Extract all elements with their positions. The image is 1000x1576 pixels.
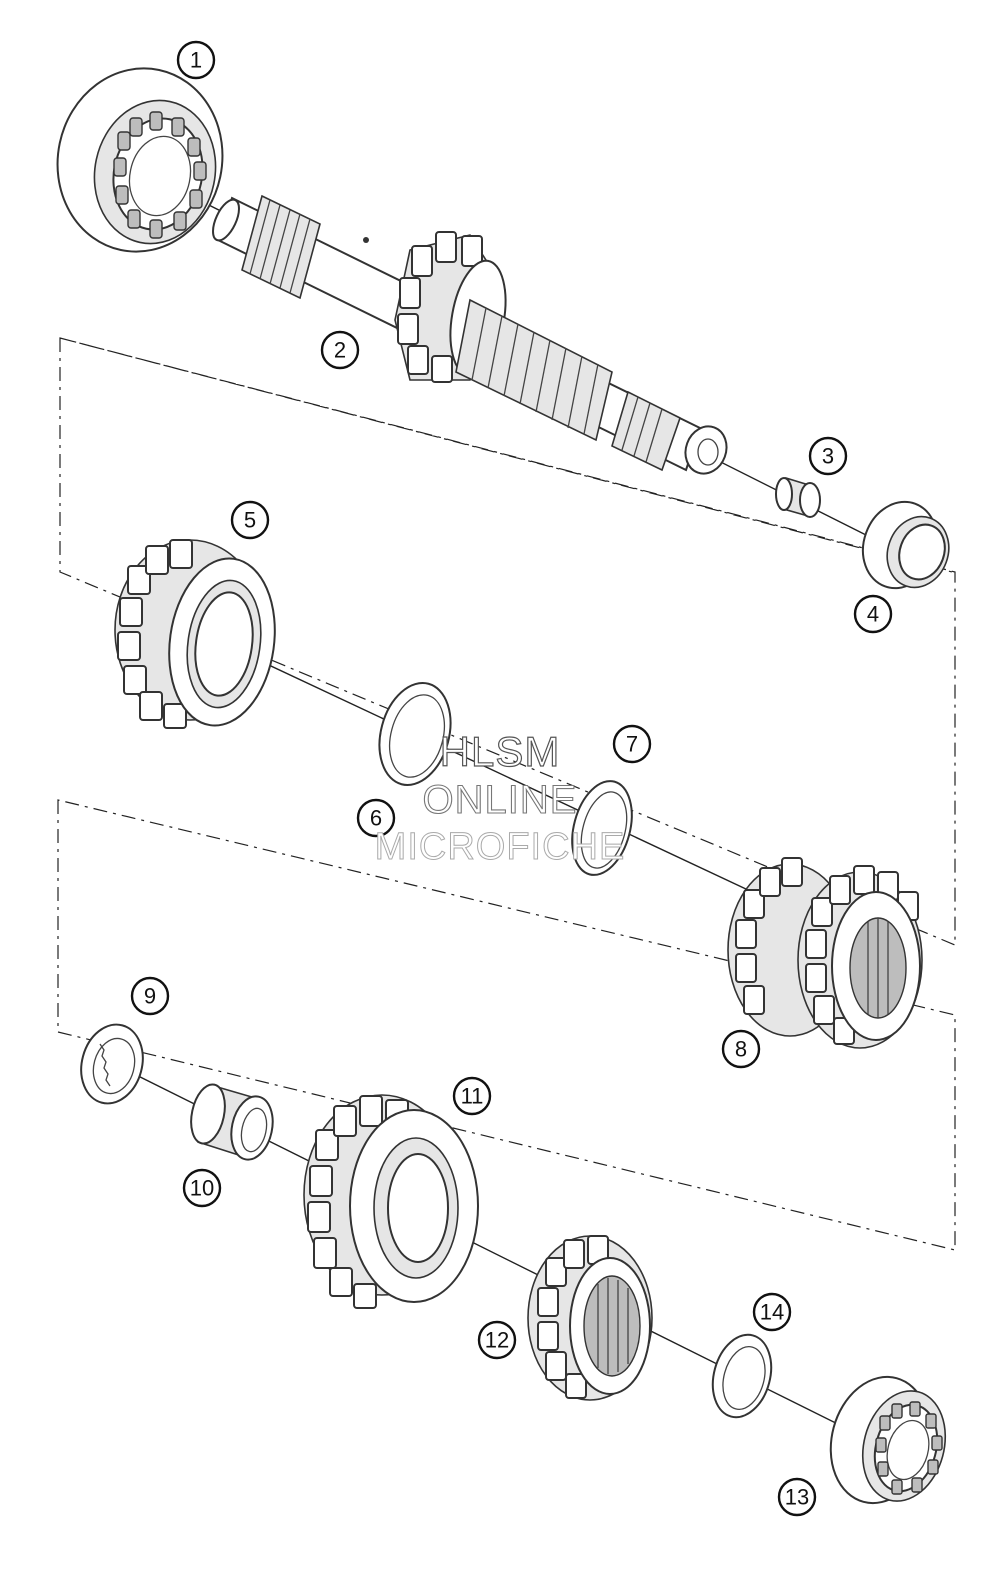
watermark-line-1: HLSM: [439, 727, 561, 775]
callout-label: 9: [144, 984, 156, 1009]
main-shaft-2: [212, 194, 728, 475]
callout-label: 13: [785, 1485, 809, 1510]
callout-label: 3: [822, 444, 834, 469]
middle-axis: [189, 627, 781, 906]
needle-sleeve-3: [775, 476, 821, 518]
callout-11: 11: [452, 1076, 492, 1116]
callout-label: 7: [626, 732, 638, 757]
callout-6: 6: [356, 798, 396, 838]
bushing-10: [190, 1083, 274, 1161]
callout-10: 10: [182, 1168, 222, 1208]
washer-14: [711, 1333, 773, 1419]
callout-label: 11: [461, 1084, 484, 1109]
double-gear-8: [727, 857, 923, 1049]
callout-label: 1: [190, 48, 202, 73]
callout-12: 12: [477, 1320, 517, 1360]
circlip-7: [571, 780, 633, 876]
watermark-line-3: MICROFICHE: [374, 826, 626, 869]
callout-7: 7: [612, 724, 652, 764]
upper-assembly-frame: [59, 337, 956, 946]
callout-label: 2: [334, 338, 346, 363]
roller-bearing-1: [56, 67, 224, 253]
gear-5: [114, 539, 276, 729]
callout-1: 1: [176, 40, 216, 80]
roller-bearing-13: [829, 1375, 947, 1505]
callout-label: 6: [370, 806, 382, 831]
lower-assembly-frame: [57, 799, 956, 1251]
gear-12: [527, 1235, 653, 1401]
washer-6: [378, 682, 452, 786]
callout-2: 2: [320, 330, 360, 370]
callout-label: 5: [244, 508, 256, 533]
callout-13: 13: [777, 1477, 817, 1517]
callout-label: 14: [760, 1300, 784, 1325]
watermark-line-2: ONLINE: [422, 777, 578, 822]
callout-5: 5: [230, 500, 270, 540]
callout-9: 9: [130, 976, 170, 1016]
callout-8: 8: [721, 1029, 761, 1069]
callout-4: 4: [853, 594, 893, 634]
callout-label: 4: [867, 602, 879, 627]
callout-label: 8: [735, 1037, 747, 1062]
toothed-washer-9: [80, 1023, 144, 1105]
large-gear-11: [303, 1094, 479, 1309]
callout-label: 12: [485, 1328, 509, 1353]
bushing-ring-4: [861, 500, 950, 590]
callout-label: 10: [190, 1176, 214, 1201]
callout-3: 3: [808, 436, 848, 476]
callout-14: 14: [752, 1292, 792, 1332]
